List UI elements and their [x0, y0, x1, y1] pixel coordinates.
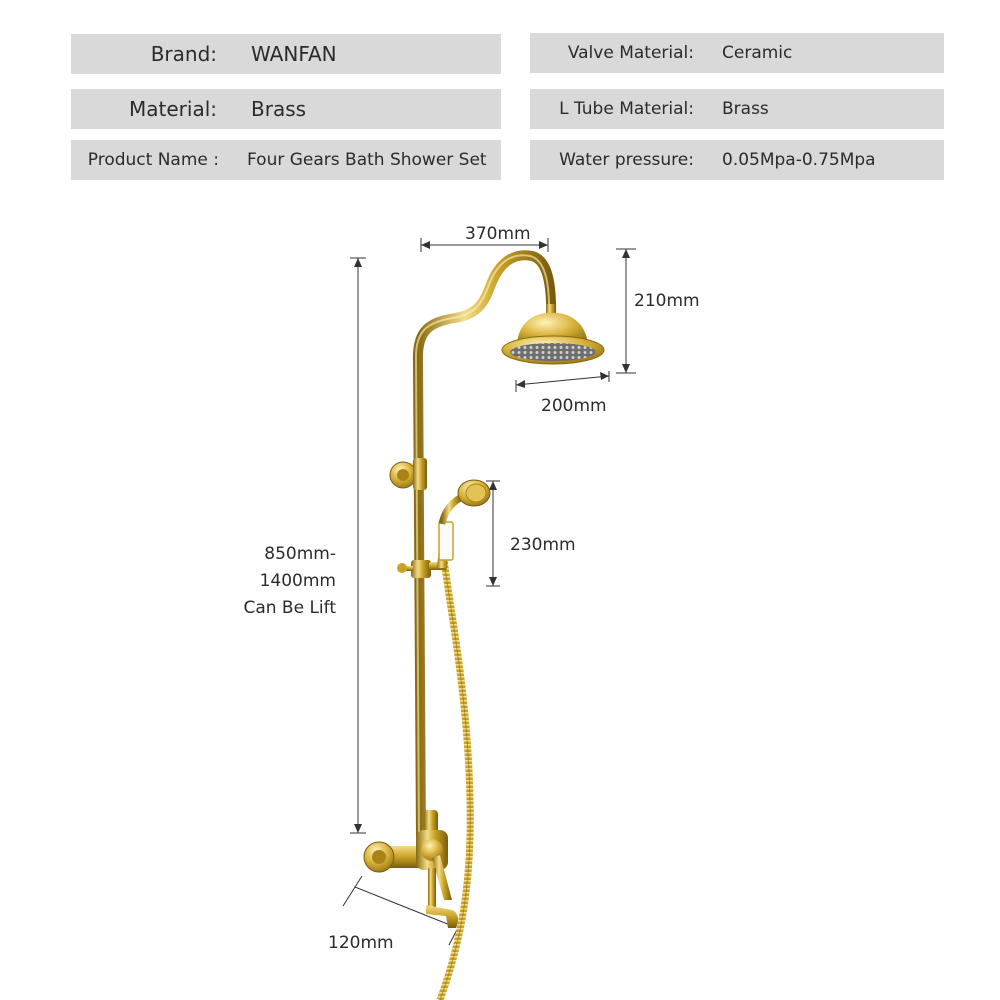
height-range-end: 1400mm: [259, 571, 336, 591]
spec-value: Brass: [251, 97, 307, 121]
spec-value: Four Gears Bath Shower Set: [247, 150, 487, 170]
arm-width-label: 370mm: [465, 224, 531, 244]
height-range-start: 850mm-: [264, 544, 336, 564]
adjustable-height-label: 850mm- 1400mm Can Be Lift: [218, 541, 336, 622]
spec-row-brand: Brand: WANFAN: [71, 34, 501, 74]
spec-value: 0.05Mpa-0.75Mpa: [722, 150, 876, 170]
spec-label: Product Name :: [87, 150, 219, 170]
spec-row-valve-material: Valve Material: Ceramic: [530, 33, 944, 73]
mixer-valve: [363, 810, 459, 928]
height-note: Can Be Lift: [243, 598, 336, 618]
rain-shower-head: [501, 304, 605, 365]
upper-wall-bracket: [389, 458, 427, 490]
spec-label: Valve Material:: [567, 43, 694, 63]
spec-row-material: Material: Brass: [71, 89, 501, 129]
spec-value: Brass: [722, 99, 769, 119]
mixer-spacing-label: 120mm: [328, 933, 394, 953]
dimension-arrows: [354, 241, 630, 833]
head-height-label: 210mm: [634, 291, 700, 311]
spec-label: Material:: [129, 97, 217, 121]
spec-value: WANFAN: [251, 42, 337, 66]
spec-value: Ceramic: [722, 43, 793, 63]
spec-label: L Tube Material:: [559, 99, 694, 119]
spec-label: Water pressure:: [559, 150, 694, 170]
head-diameter-label: 200mm: [541, 396, 607, 416]
hand-shower: [437, 479, 491, 568]
spec-row-product-name: Product Name : Four Gears Bath Shower Se…: [71, 140, 501, 180]
hand-shower-length-label: 230mm: [510, 535, 576, 555]
riser-arm: [412, 250, 557, 845]
spec-row-water-pressure: Water pressure: 0.05Mpa-0.75Mpa: [530, 140, 944, 180]
spec-row-l-tube-material: L Tube Material: Brass: [530, 89, 944, 129]
spec-label: Brand:: [150, 42, 217, 66]
